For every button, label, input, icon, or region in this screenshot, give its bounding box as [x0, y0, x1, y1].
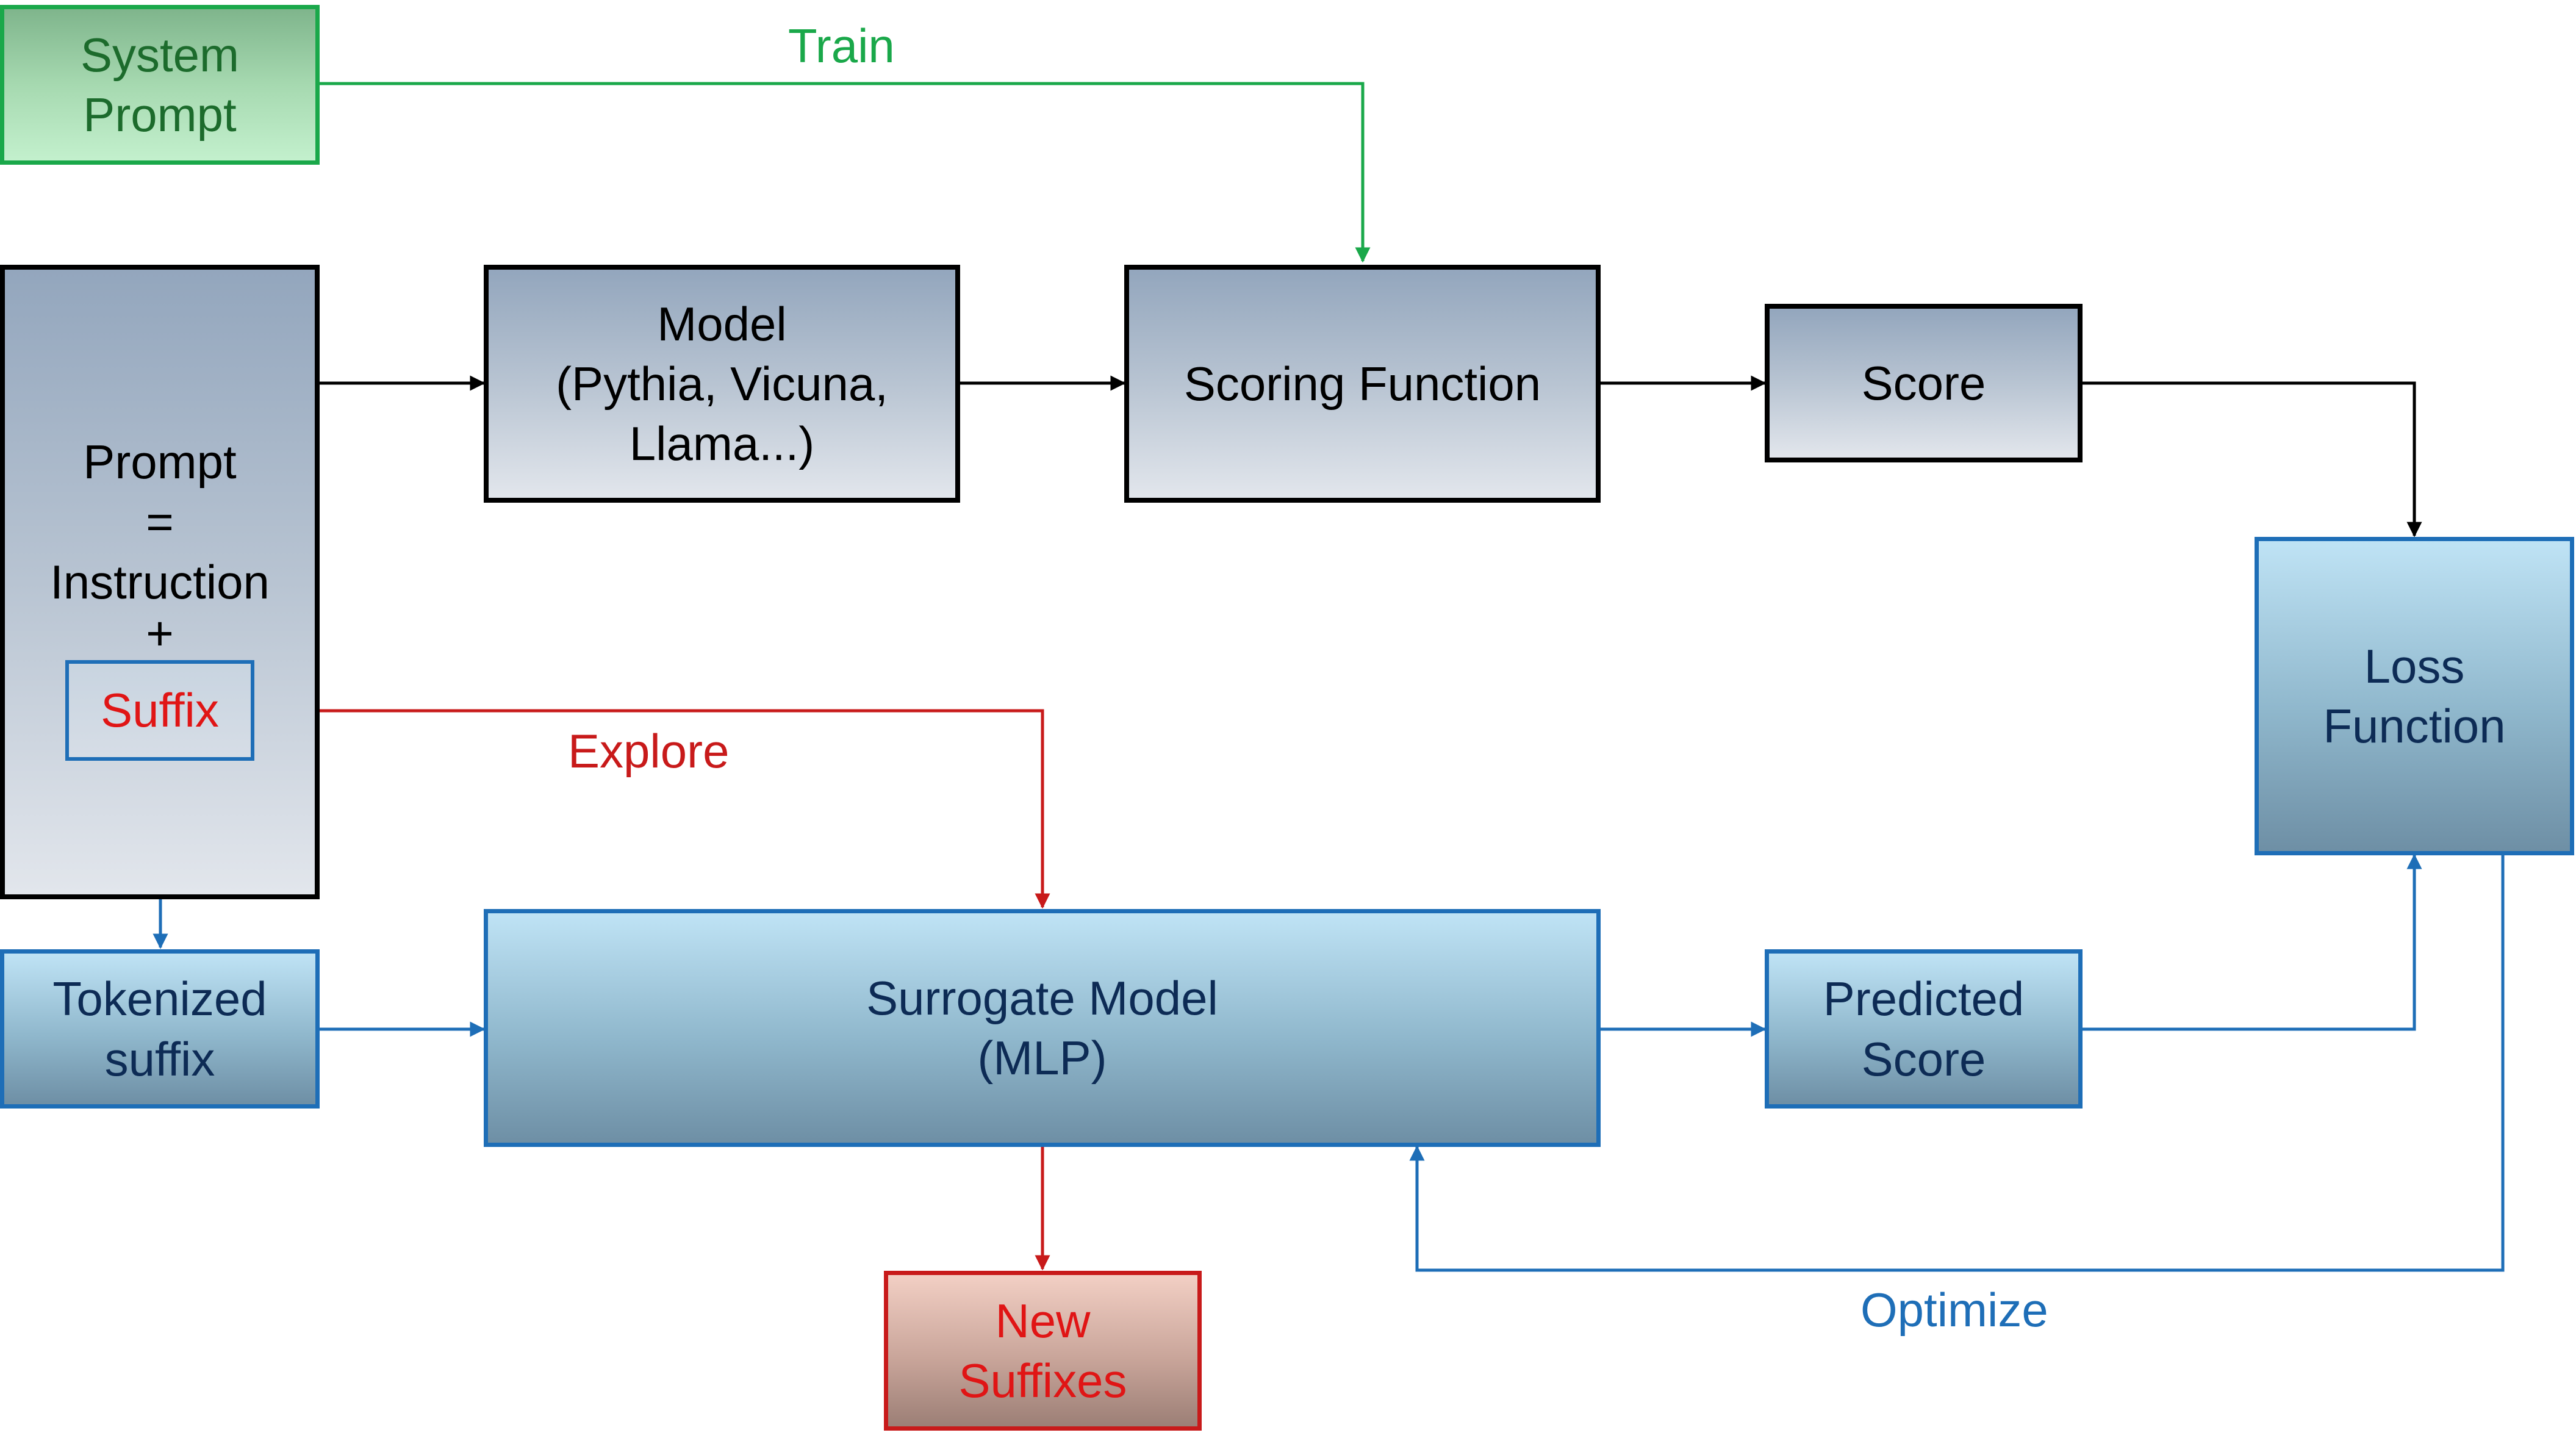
predicted-to-loss-arrow [2083, 853, 2422, 1031]
surrogate-model-line-2: (MLP) [977, 1031, 1107, 1085]
tokenized-suffix-box: Tokenized suffix [0, 949, 320, 1109]
explore-arrow [254, 709, 1050, 909]
optimize-arrow [1409, 855, 2505, 1272]
model-line-2: (Pythia, Vicuna, [556, 356, 888, 411]
explore-label: Explore [568, 724, 730, 778]
tokenized-suffix-line-1: Tokenized [52, 972, 267, 1026]
train-label: Train [788, 19, 895, 73]
train-arrow [320, 82, 1371, 263]
surrogate-model-box: Surrogate Model (MLP) [484, 909, 1601, 1147]
prompt-line-4: + [146, 606, 174, 660]
prompt-line-3: Instruction [50, 555, 270, 609]
scoring-function-label: Scoring Function [1183, 356, 1541, 411]
loss-function-line-1: Loss [2364, 639, 2465, 693]
model-box: Model (Pythia, Vicuna, Llama...) [484, 265, 960, 503]
new-suffixes-line-2: Suffixes [958, 1354, 1127, 1407]
new-suffixes-line-1: New [995, 1293, 1091, 1348]
suffix-label: Suffix [101, 683, 219, 738]
score-box: Score [1765, 304, 2083, 462]
new-suffixes-box: New Suffixes [884, 1271, 1202, 1431]
score-to-loss-arrow [2083, 381, 2422, 537]
score-label: Score [1861, 356, 1986, 410]
system-prompt-line-2: Prompt [83, 88, 237, 142]
prompt-box: Prompt = Instruction + [0, 265, 320, 899]
scoring-function-box: Scoring Function [1124, 265, 1601, 503]
prompt-line-2: = [146, 495, 174, 549]
tokenized-suffix-line-2: suffix [104, 1032, 215, 1086]
predicted-score-box: Predicted Score [1765, 949, 2083, 1109]
loss-function-line-2: Function [2323, 699, 2506, 753]
suffix-box: Suffix [65, 660, 254, 761]
loss-function-box: Loss Function [2255, 537, 2574, 855]
predicted-score-line-2: Score [1861, 1032, 1986, 1086]
predicted-score-line-1: Predicted [1823, 972, 2025, 1026]
model-line-1: Model [657, 296, 787, 351]
system-prompt-line-1: System [80, 27, 240, 82]
surrogate-model-line-1: Surrogate Model [866, 971, 1218, 1025]
system-prompt-box: System Prompt [0, 5, 320, 165]
optimize-label: Optimize [1860, 1283, 2048, 1337]
model-line-3: Llama...) [629, 417, 815, 471]
prompt-line-1: Prompt [83, 435, 237, 489]
